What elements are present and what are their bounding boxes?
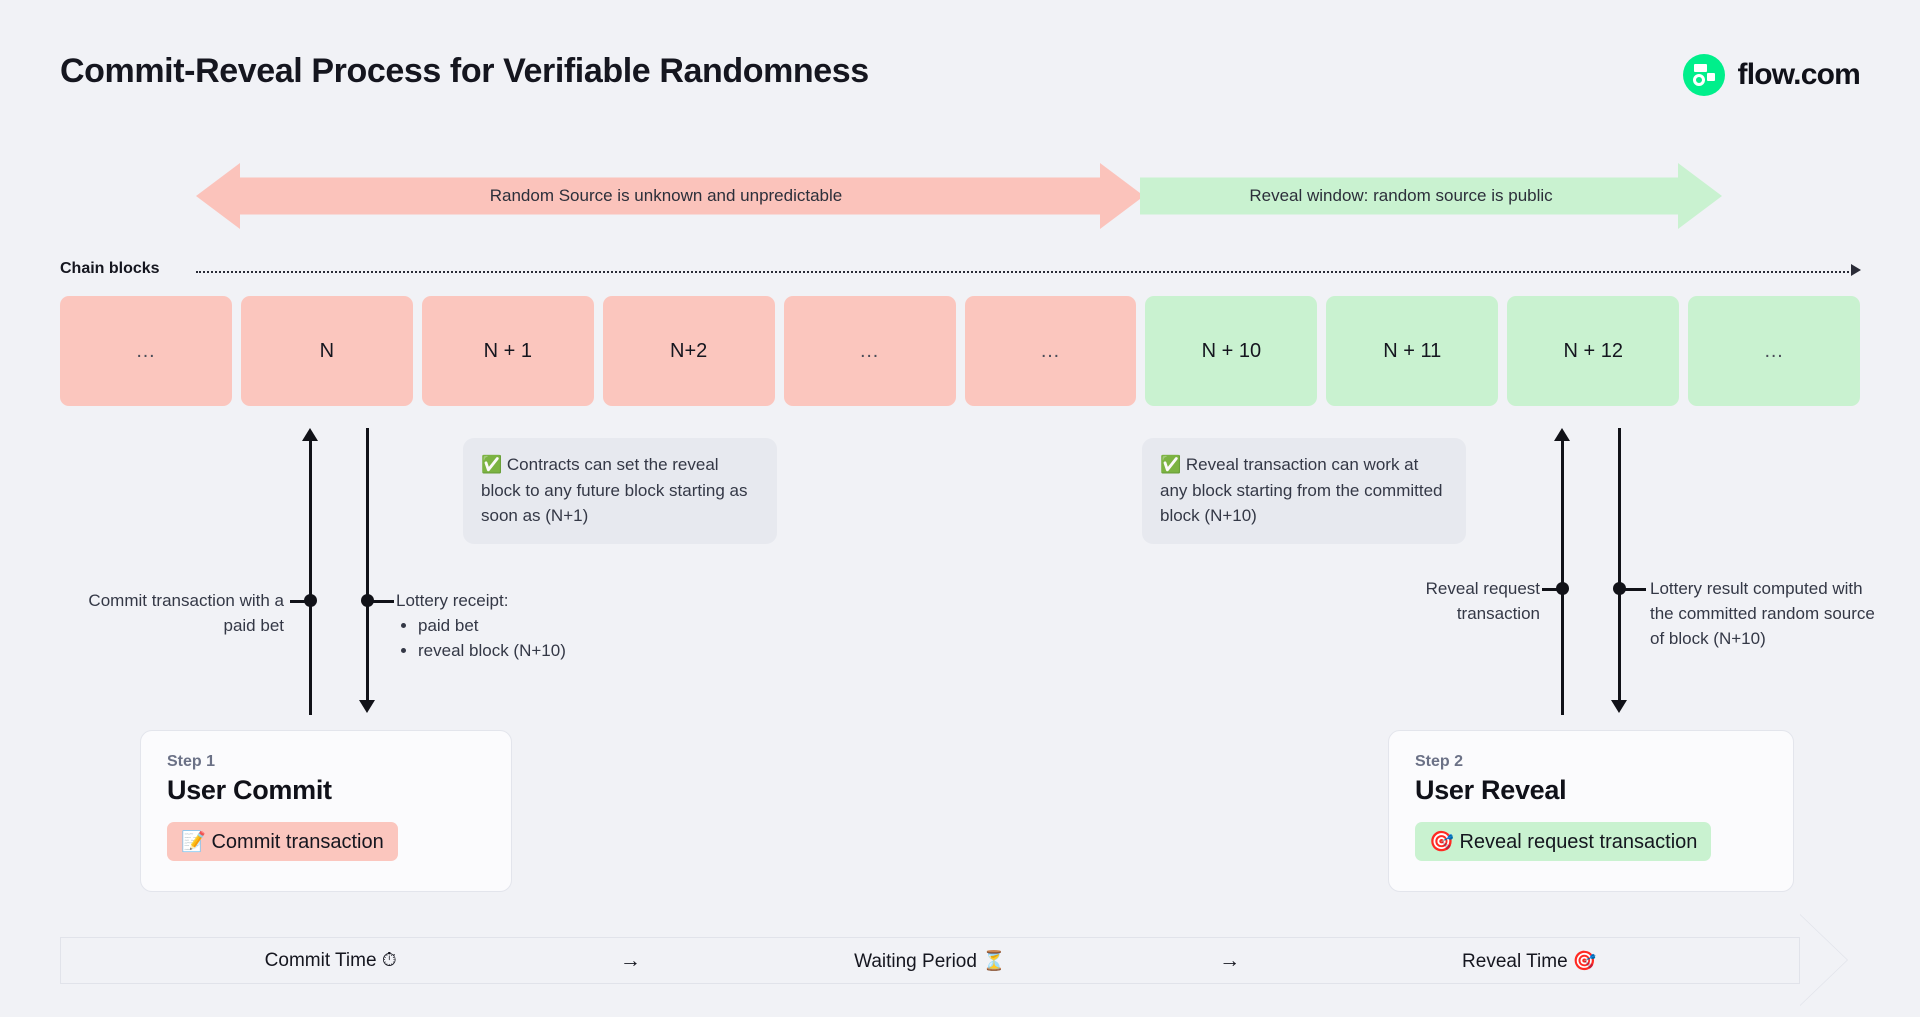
chain-block[interactable]: N + 12	[1507, 296, 1680, 406]
reveal-marker-node	[1556, 582, 1569, 595]
result-arrow-head-icon	[1611, 700, 1627, 713]
annotation-lottery-result: Lottery result computed with the committ…	[1650, 579, 1875, 648]
brand-name: flow.com	[1737, 58, 1861, 91]
brand-logo: flow.com	[1682, 54, 1861, 96]
step-card-user-reveal[interactable]: Step 2 User Reveal 🎯 Reveal request tran…	[1388, 730, 1794, 892]
lottery-receipt-title: Lottery receipt:	[396, 591, 509, 610]
phase-label-unknown: Random Source is unknown and unpredictab…	[489, 186, 843, 205]
annotation-commit-transaction: Commit transaction with a paid bet	[88, 591, 284, 635]
chain-block[interactable]: …	[964, 296, 1137, 406]
chain-block[interactable]: …	[60, 296, 232, 406]
target-icon: 🎯	[1429, 829, 1454, 853]
step-pill-reveal-request-transaction[interactable]: 🎯 Reveal request transaction	[1415, 822, 1712, 861]
lottery-receipt-item: paid bet	[418, 613, 676, 638]
chain-axis-line	[196, 271, 1856, 275]
step-title: User Reveal	[1415, 775, 1567, 805]
step-pill-commit-transaction[interactable]: 📝 Commit transaction	[167, 822, 398, 861]
phase-label-reveal: Reveal window: random source is public	[1249, 186, 1553, 205]
step-title: User Commit	[167, 775, 332, 805]
annotation-lottery-receipt: Lottery receipt: paid bet reveal block (…	[396, 588, 676, 663]
chain-block[interactable]: N	[240, 296, 413, 406]
chain-block[interactable]: N + 11	[1326, 296, 1499, 406]
reveal-marker-line	[1561, 440, 1564, 715]
chain-block[interactable]: …	[1688, 296, 1861, 406]
timeline-arrow-icon: →	[619, 948, 641, 972]
check-mark-icon: ✅	[1160, 455, 1182, 475]
step-pill-label: Reveal request transaction	[1459, 831, 1698, 853]
step-eyebrow: Step 1	[167, 753, 216, 770]
result-connector-stub	[1624, 588, 1646, 591]
receipt-arrow-head-icon	[359, 700, 375, 713]
phase-banner-unknown: Random Source is unknown and unpredictab…	[196, 163, 1144, 229]
flow-logo-icon	[1682, 54, 1725, 96]
timeline-segment-reveal-time: Reveal Time 🎯	[1462, 950, 1597, 972]
lottery-receipt-list: paid bet reveal block (N+10)	[396, 613, 676, 663]
reveal-arrow-head-icon	[1554, 428, 1570, 441]
memo-icon: 📝	[181, 829, 206, 853]
reveal-connector-stub	[1542, 588, 1564, 591]
timeline-arrow-head-icon	[1799, 914, 1847, 1006]
lottery-receipt-item: reveal block (N+10)	[418, 638, 676, 663]
step-card-user-commit[interactable]: Step 1 User Commit 📝 Commit transaction	[140, 730, 512, 892]
bottom-timeline: Commit Time ⏱ → Waiting Period ⏳ → Revea…	[60, 937, 1800, 984]
callout-text: Reveal transaction can work at any block…	[1160, 455, 1443, 525]
check-mark-icon: ✅	[481, 455, 503, 475]
receipt-marker-line	[366, 428, 369, 703]
annotation-reveal-request: Reveal request transaction	[1425, 579, 1540, 623]
callout-text: Contracts can set the reveal block to an…	[481, 455, 748, 525]
phase-banner-reveal: Reveal window: random source is public	[1140, 163, 1722, 229]
page-title: Commit-Reveal Process for Verifiable Ran…	[60, 52, 869, 90]
callout-contracts-reveal-block: ✅ Contracts can set the reveal block to …	[463, 438, 777, 544]
commit-marker-line	[309, 440, 312, 715]
receipt-marker-node	[361, 594, 374, 607]
chain-block[interactable]: N + 10	[1145, 296, 1318, 406]
result-marker-node	[1613, 582, 1626, 595]
receipt-connector-stub	[372, 600, 394, 603]
chain-block[interactable]: N + 1	[421, 296, 594, 406]
chain-block[interactable]: …	[783, 296, 956, 406]
chain-blocks-row: … N N + 1 N+2 … … N + 10 N + 11 N + 12 …	[60, 296, 1861, 406]
result-marker-line	[1618, 428, 1621, 703]
timeline-segment-commit-time: Commit Time ⏱	[264, 949, 397, 971]
commit-arrow-head-icon	[302, 428, 318, 441]
timeline-segment-waiting-period: Waiting Period ⏳	[854, 950, 1006, 972]
step-eyebrow: Step 2	[1415, 753, 1464, 770]
commit-marker-node	[304, 594, 317, 607]
chain-blocks-label: Chain blocks	[60, 260, 160, 277]
chain-axis-arrow-icon	[1851, 264, 1861, 276]
timeline-arrow-icon: →	[1219, 948, 1241, 972]
chain-block[interactable]: N+2	[602, 296, 775, 406]
callout-reveal-transaction-window: ✅ Reveal transaction can work at any blo…	[1142, 438, 1466, 544]
commit-connector-stub	[290, 600, 312, 603]
step-pill-label: Commit transaction	[211, 831, 384, 853]
